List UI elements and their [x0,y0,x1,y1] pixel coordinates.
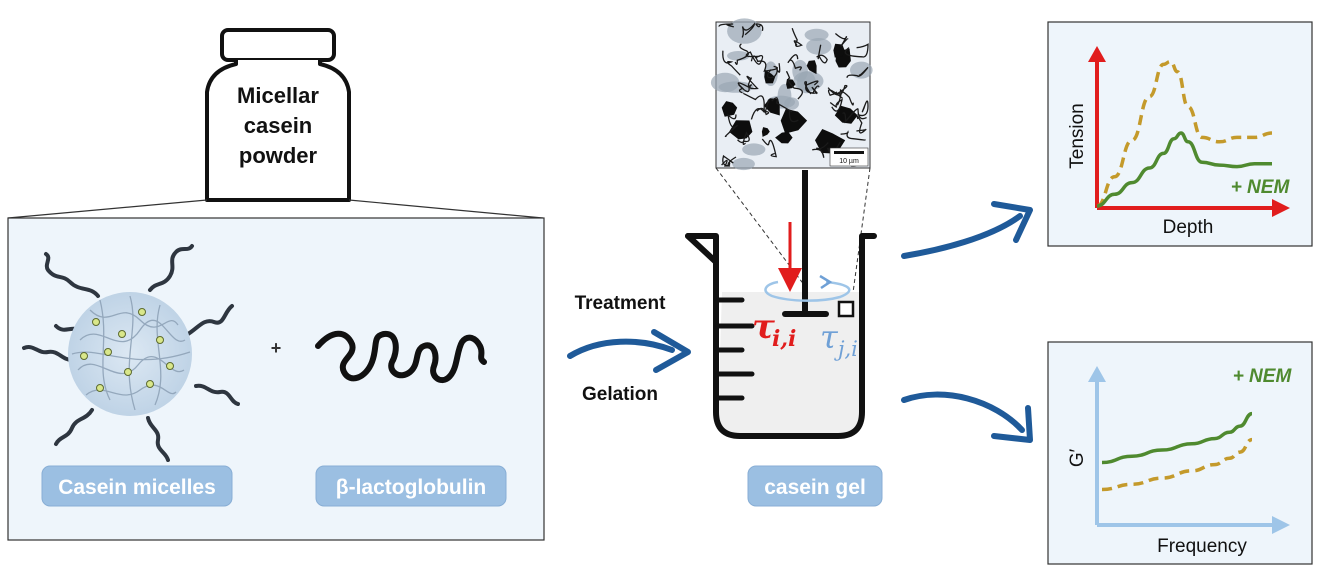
modulus-x-label: Frequency [1157,536,1247,557]
tension-depth-chart: Depth Tension + NEM [1047,21,1313,247]
zoom-dash-left [715,167,809,291]
zoom-line-left [7,199,208,219]
process-arrow-head [651,329,691,373]
arrow-to-tension-shaft [901,213,1023,259]
arrow-to-modulus-head [991,405,1033,443]
casein-gel-label: casein gel [764,476,866,499]
tau-normal-symbol: τ [752,307,775,347]
beaker-outline [685,233,877,439]
jar-lid [220,28,336,62]
tension-x-label: Depth [1163,217,1214,238]
casein-powder-jar: Micellar casein powder [205,28,351,202]
micrograph-frame [715,21,871,169]
beta-lactoglobulin-illustration [315,330,487,384]
modulus-nem-annotation: + NEM [1233,366,1293,387]
casein-micelles-pill [41,465,233,507]
scalebar-label: 10 µm [839,158,859,165]
modulus-x-arrowhead [1272,516,1290,534]
ingredients-panel: + Casein micelles β-lactoglobulin [7,217,545,541]
scalebar [834,151,864,154]
treatment-label: Treatment [575,293,666,314]
tension-series-dashed [1096,59,1273,208]
modulus-series-nem [1101,411,1253,465]
tension-nem-annotation: + NEM [1231,177,1291,198]
tau-shear-subscript: j,i [834,337,858,361]
gelation-label: Gelation [582,384,658,405]
gel-micrograph: 10 µm [710,18,873,171]
beaker-graduations [715,297,755,401]
modulus-y-arrowhead [1088,366,1106,382]
beaker: τ i,i τ j,i [685,170,877,439]
beta-lactoglobulin-pill [315,465,507,507]
micrograph-network [710,18,873,171]
jar-body [205,60,351,202]
tension-series-nem [1096,131,1272,208]
tension-x-arrowhead [1272,199,1290,217]
volume-element [837,300,855,318]
casein-gel-pill [747,465,883,507]
tau-shear-symbol: τ [820,318,839,356]
rotation-arrow-head [819,274,833,290]
arrow-to-tension-head [991,201,1033,243]
tension-y-arrowhead [1088,46,1106,62]
process-arrow-shaft [567,338,675,359]
rotation-arrow [764,280,851,302]
modulus-y-label: G′ [1067,448,1088,467]
zoom-line-right [348,199,544,219]
casein-micelles-label: Casein micelles [58,476,216,499]
beaker-spout [685,233,719,265]
modulus-frequency-chart: Frequency G′ + NEM [1047,341,1313,565]
tau-normal-subscript: i,i [772,326,796,352]
modulus-series-dashed [1101,437,1253,492]
casein-micelle-illustration [22,244,240,462]
tension-y-label: Tension [1067,103,1088,169]
arrow-to-modulus-shaft [901,391,1025,433]
jar-label-line-3: powder [239,143,318,168]
plus-sign: + [271,338,282,358]
jar-label-line-2: casein [244,113,313,138]
jar-label-line-1: Micellar [237,83,319,108]
beta-lactoglobulin-label: β-lactoglobulin [336,476,486,499]
